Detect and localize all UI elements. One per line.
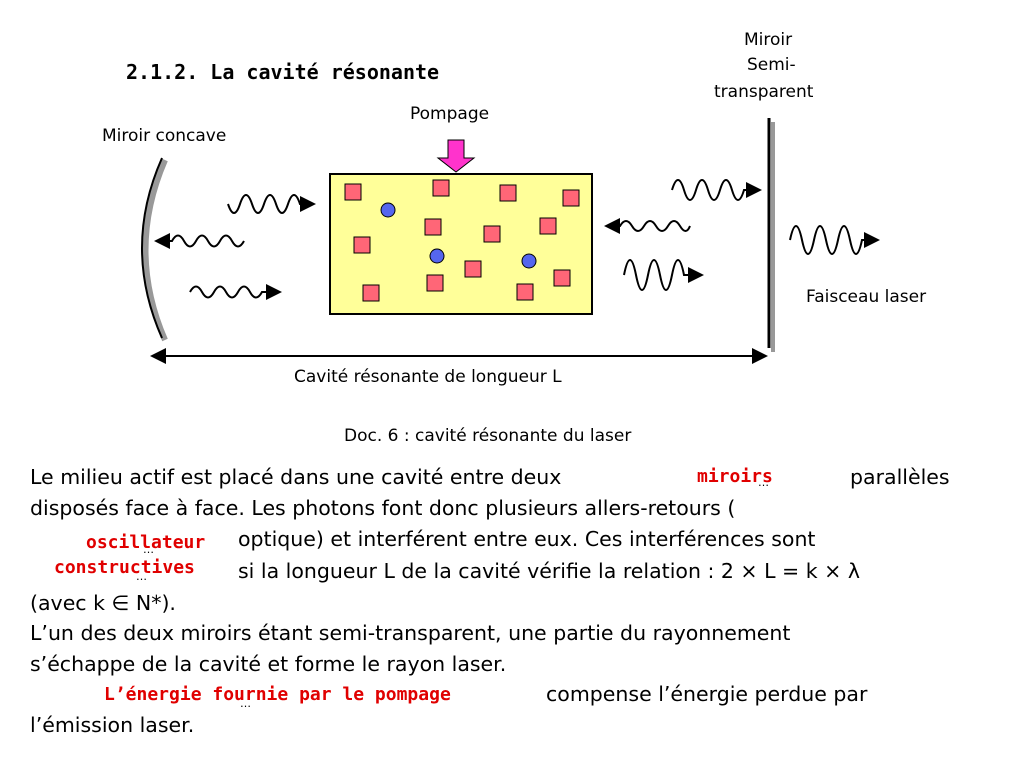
text-line: Le milieu actif est placé dans une cavit… (30, 465, 562, 489)
laser-cavity-diagram (141, 118, 880, 364)
text-line: (avec k ∈ N*). (30, 591, 176, 615)
atom-square (562, 189, 580, 207)
atom-square (432, 179, 450, 197)
figure-caption: Doc. 6 : cavité résonante du laser (344, 426, 632, 446)
atom-square (499, 184, 517, 202)
atom-circle (380, 202, 396, 218)
excited-atoms (344, 179, 580, 302)
atom-circle (521, 253, 537, 269)
label-faisceau-laser: Faisceau laser (806, 287, 927, 307)
photon-wave (154, 233, 245, 249)
label-miroir-concave: Miroir concave (102, 126, 227, 146)
text-line: l’émission laser. (30, 713, 195, 737)
concave-mirror-shadow (142, 158, 168, 342)
atom-square (426, 274, 444, 292)
answer-constructives[interactable]: constructives (54, 557, 195, 578)
photon-wave (227, 194, 316, 214)
atom-square (353, 236, 371, 254)
atom-square (483, 225, 501, 243)
text-line: disposés face à face. Les photons font d… (30, 496, 736, 520)
answer-oscillateur[interactable]: oscillateur (86, 532, 206, 553)
photon-wave (671, 179, 762, 201)
label-miroir: Miroir (744, 30, 793, 50)
concave-mirror (141, 157, 163, 339)
atom-square (464, 260, 482, 278)
semi-transparent-mirror-shadow (771, 122, 775, 352)
blank-marker: … (240, 697, 251, 710)
text-line: compense l’énergie perdue par (546, 682, 868, 706)
ground-atoms (380, 202, 537, 269)
atom-square (424, 218, 442, 236)
text-line: optique) et interférent entre eux. Ces i… (238, 527, 816, 551)
text-line: s’échappe de la cavité et forme le rayon… (30, 652, 507, 676)
section-title: 2.1.2. La cavité résonante (126, 60, 440, 84)
atom-square (516, 283, 534, 301)
answer-miroirs[interactable]: miroirs (697, 466, 773, 487)
laser-beam-wave (789, 225, 880, 255)
label-pompage: Pompage (410, 104, 490, 124)
text-line: L’un des deux miroirs étant semi-transpa… (30, 621, 791, 645)
atom-circle (429, 248, 445, 264)
pump-arrow (436, 139, 476, 173)
photon-wave (623, 259, 704, 291)
photon-wave (189, 284, 282, 300)
text-line: si la longueur L de la cavité vérifie la… (238, 559, 860, 583)
label-transparent: transparent (714, 82, 814, 102)
photon-wave (604, 218, 691, 234)
atom-square (539, 217, 557, 235)
blank-marker: … (136, 570, 147, 583)
blank-marker: … (143, 543, 154, 556)
atom-square (553, 269, 571, 287)
label-semi: Semi- (747, 55, 796, 75)
text-line: parallèles (850, 465, 950, 489)
atom-square (344, 183, 362, 201)
blank-marker: … (758, 476, 769, 489)
label-cavite-longueur: Cavité résonante de longueur L (294, 367, 562, 387)
atom-square (362, 284, 380, 302)
answer-energie[interactable]: L’énergie fournie par le pompage (104, 684, 451, 705)
